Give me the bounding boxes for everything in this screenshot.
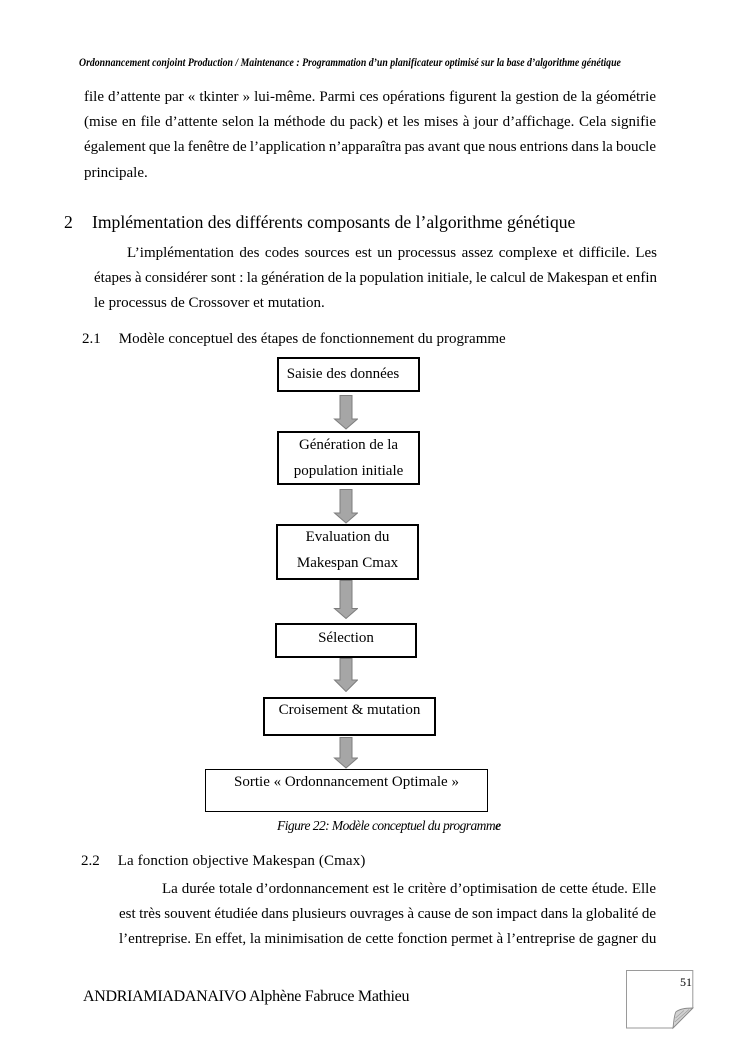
svg-text:51: 51 [680, 975, 692, 989]
